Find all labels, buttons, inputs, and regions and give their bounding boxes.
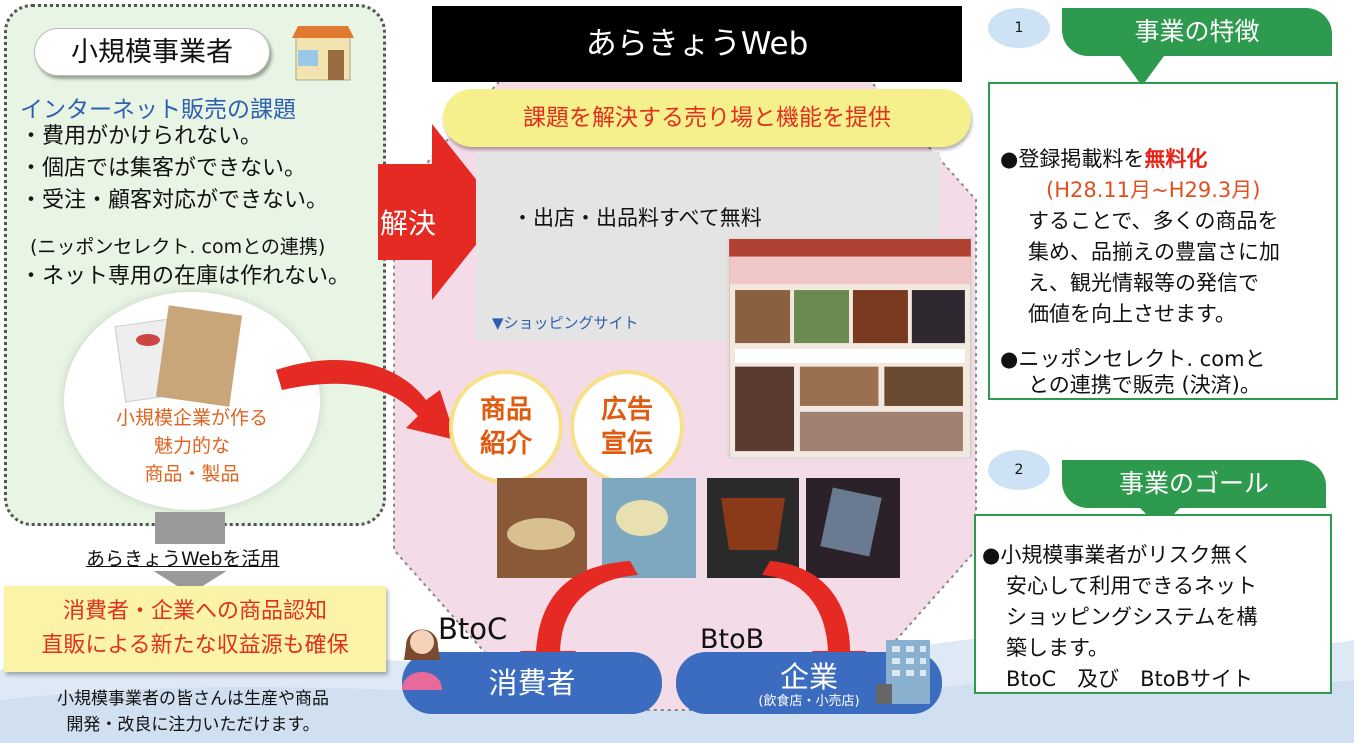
circle-line: 宣伝 <box>600 429 653 459</box>
product-photo <box>114 305 243 407</box>
footer-note: 小規模事業者の皆さんは生産や商品 開発・改良に注力いただけます。 <box>8 686 378 738</box>
circle-line: 紹介 <box>479 429 532 459</box>
btoc-label: BtoC <box>438 612 508 646</box>
shopping-site-screenshot <box>727 237 973 459</box>
feature-line1-pre: ●登録掲載料を <box>1000 147 1145 171</box>
product-thumbnail <box>707 478 799 578</box>
result-box: 消費者・企業への商品認知 直販による新たな収益源も確保 <box>4 586 386 672</box>
feature-line: え、観光情報等の発信で <box>1028 271 1259 295</box>
building-icon <box>876 640 930 704</box>
shop-icon <box>292 26 354 81</box>
goal-line: ●小規模事業者がリスク無く <box>982 543 1253 567</box>
product-circle <box>64 292 320 510</box>
product-thumbnail <box>806 478 900 578</box>
use-label: あらきょうWebを活用 <box>86 544 280 571</box>
company-label: 企業 <box>779 660 838 694</box>
issue-item: ・ネット専用の在庫は作れない。 <box>20 264 351 289</box>
goal-line: BtoC 及び BtoBサイト <box>1006 667 1254 691</box>
solve-arrow <box>378 124 502 300</box>
small-business-badge: 小規模事業者 <box>34 28 270 76</box>
feature-line: 集め、品揃えの豊富さに加 <box>1028 240 1280 264</box>
goal-box: ●小規模事業者がリスク無く 安心して利用できるネット ショッピングシステムを構 … <box>974 514 1332 694</box>
issue-item: ・受注・顧客対応ができない。 <box>20 188 329 213</box>
solution-banner: 課題を解決する売り場と機能を提供 <box>443 89 971 147</box>
woman-icon <box>402 629 442 690</box>
product-thumbnail <box>497 478 587 578</box>
goal-header: 事業のゴール <box>1062 460 1326 508</box>
product-thumbnail <box>602 478 696 578</box>
goal-line: 安心して利用できるネット <box>1006 574 1257 598</box>
goal-line: ショッピングシステムを構 <box>1006 605 1258 629</box>
issue-item: ・個店では集客ができない。 <box>20 156 307 181</box>
feature-header: 事業の特徴 <box>1062 8 1332 56</box>
feature-line: との連携で販売 (決済)。 <box>1028 373 1261 397</box>
page-title: あらきょうWeb <box>432 6 962 82</box>
advertising-circle: 広告 宣伝 <box>570 370 684 484</box>
feature-text: ・出店・出品料すべて無料 <box>512 206 762 230</box>
result-line: 消費者・企業への商品認知 <box>62 599 327 624</box>
solve-label: 解決 <box>380 207 437 240</box>
feature-line: ●登録掲載料を無料化 <box>1000 144 1207 175</box>
footer-line: 小規模事業者の皆さんは生産や商品 <box>57 689 329 709</box>
goal-line: 築します。 <box>1006 636 1109 660</box>
feature-box-right: ●登録掲載料を無料化 (H28.11月~H29.3月) することで、多くの商品を… <box>988 82 1338 400</box>
product-caption-line: 魅力的な <box>153 435 230 457</box>
product-caption-line: 小規模企業が作る <box>115 407 268 429</box>
feature-period: (H28.11月~H29.3月) <box>1046 178 1261 202</box>
feature-number: 1 <box>988 8 1050 48</box>
issues-title: インターネット販売の課題 <box>20 97 296 123</box>
curve-arrow <box>276 360 456 440</box>
callout-tail <box>1120 56 1164 86</box>
circle-line: 商品 <box>479 395 532 425</box>
product-caption-line: 商品・製品 <box>144 463 240 485</box>
product-intro-circle: 商品 紹介 <box>449 370 563 484</box>
goal-number: 2 <box>988 450 1050 490</box>
shopping-site-link[interactable]: ▼ショッピングサイト <box>492 314 639 332</box>
footer-line: 開発・改良に注力いただけます。 <box>66 715 320 735</box>
result-line: 直販による新たな収益源も確保 <box>41 633 349 658</box>
free-highlight: 無料化 <box>1144 147 1208 171</box>
company-sub: (飲食店・小売店) <box>758 694 860 709</box>
issue-item: ・費用がかけられない。 <box>20 124 263 149</box>
feature-line: することで、多くの商品を <box>1028 209 1279 233</box>
issue-note: (ニッポンセレクト. comとの連携) <box>30 236 326 258</box>
feature-line: ●ニッポンセレクト. comと <box>1000 347 1266 371</box>
circle-line: 広告 <box>600 395 653 425</box>
btob-label: BtoB <box>700 624 765 655</box>
product-caption: 小規模企業が作る 魅力的な 商品・製品 <box>64 404 320 488</box>
consumer-pill: 消費者 <box>402 652 662 714</box>
feature-line: 価値を向上させます。 <box>1028 302 1236 326</box>
